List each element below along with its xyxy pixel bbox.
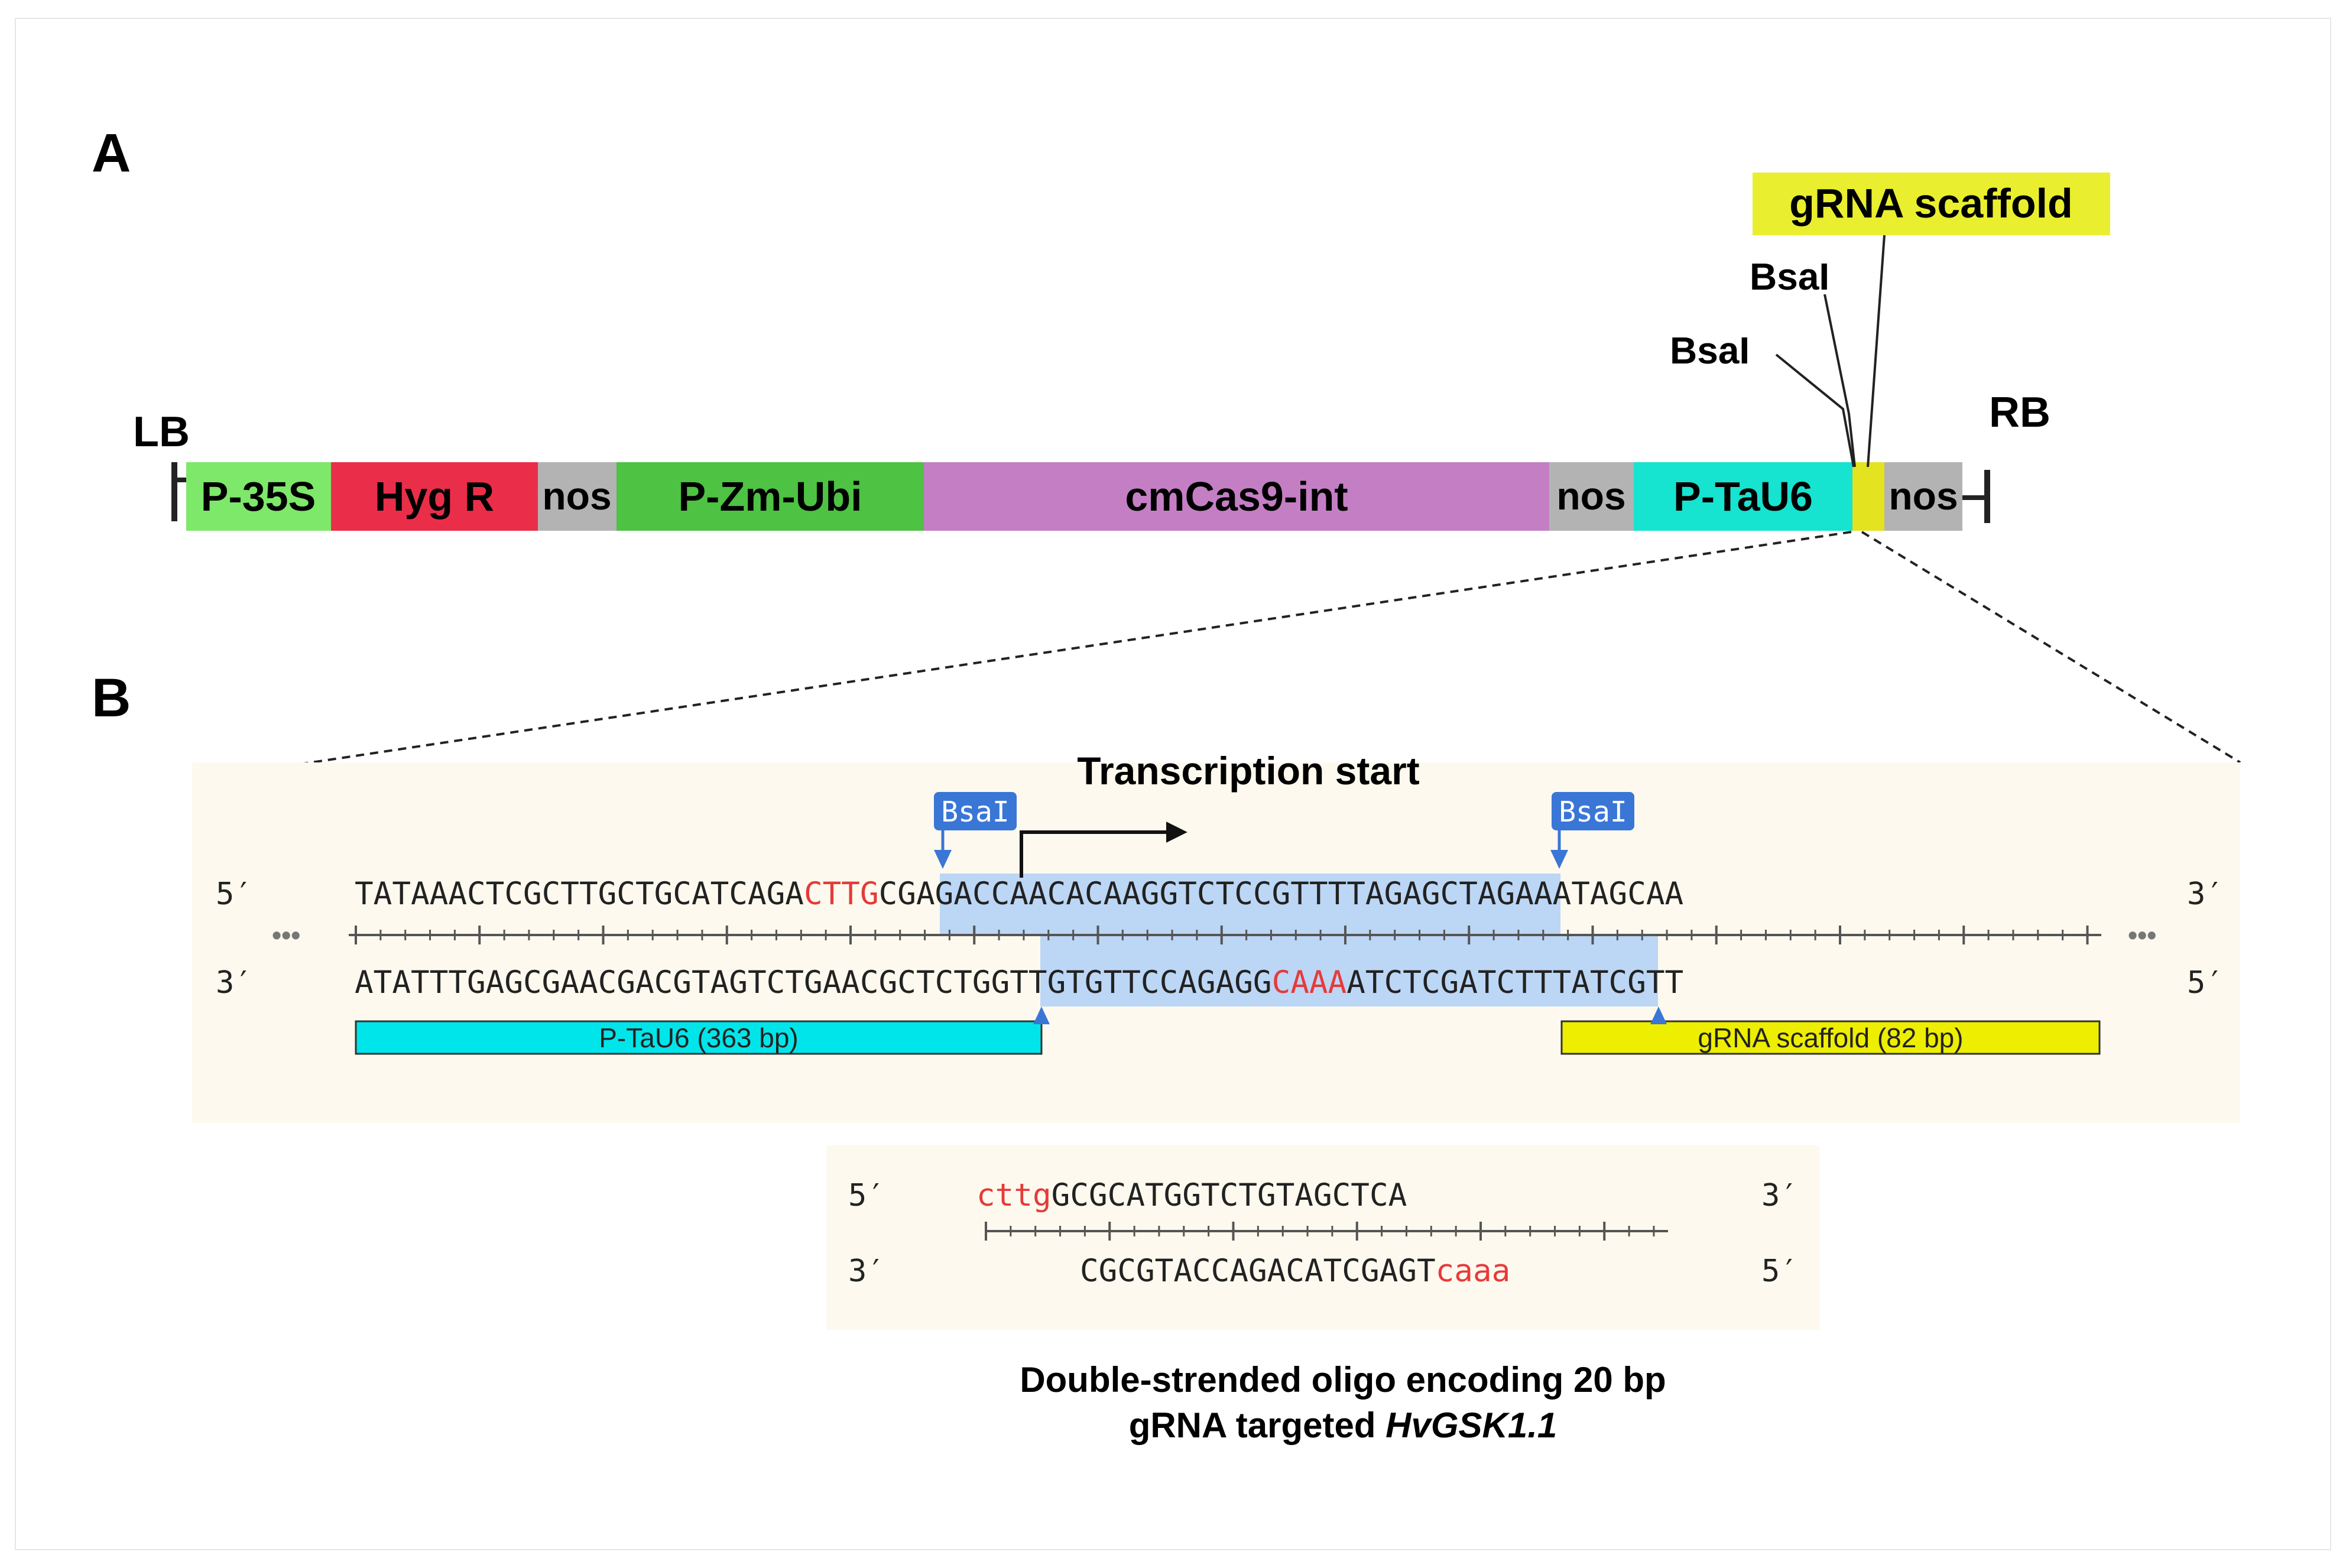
caption-prefix: gRNA targeted bbox=[1129, 1405, 1385, 1445]
segment-nos-3-label: nos bbox=[1889, 474, 1958, 518]
bottom-strand-right: ATCTCGATCTTTATCGTT bbox=[1346, 965, 1683, 1001]
segment-nos-2-label: nos bbox=[1556, 474, 1625, 518]
construct-bar: P-35S Hyg R nos P-Zm-Ubi cmCas9-int nos … bbox=[186, 462, 1962, 531]
sequence-ruler bbox=[349, 926, 2101, 944]
ellipsis-right: ••• bbox=[2128, 920, 2156, 950]
transcription-start-label: Transcription start bbox=[1077, 749, 1419, 793]
segment-ptau6-label: P-TaU6 bbox=[1673, 473, 1813, 520]
segment-pzmubi bbox=[616, 462, 924, 531]
caption-line-1: Double-strended oligo encoding 20 bp bbox=[1020, 1360, 1666, 1400]
grna-scaffold-callout-box bbox=[1753, 173, 2110, 235]
oligo-bottom-sequence: CGCGTACCAGACATCGAGT bbox=[1080, 1253, 1436, 1289]
figure-frame bbox=[15, 18, 2331, 1550]
bottom-strand-sequence: ATATTTGAGCGAACGACGTAGTCTGAACGCTCTGGTTGTG… bbox=[355, 965, 1683, 1001]
segment-p35s bbox=[186, 462, 331, 531]
oligo-top-three-prime: 3′ bbox=[1761, 1178, 1799, 1213]
segment-nos-1 bbox=[538, 462, 616, 531]
feature-scaffold-label: gRNA scaffold (82 bp) bbox=[1698, 1022, 1963, 1053]
segment-cmcas9-label: cmCas9-int bbox=[1125, 473, 1348, 520]
bsai-label-upper: BsaI bbox=[1750, 255, 1829, 298]
feature-ptau6-bar bbox=[355, 1020, 1043, 1055]
bottom-strand-three-prime: 3′ bbox=[216, 965, 253, 1001]
bottom-strand-middle: GCTCTGGTTGTGTTCCAGAGG bbox=[879, 965, 1272, 1001]
bsai-tag-right-label: BsaI bbox=[1559, 796, 1627, 829]
bottom-strand-five-prime: 5′ bbox=[2187, 965, 2224, 1001]
bottom-strand-overhang: CAAA bbox=[1272, 965, 1347, 1001]
transcription-start-arrow bbox=[1020, 822, 1187, 878]
right-border-label: RB bbox=[1989, 389, 2050, 436]
oligo-panel-bg bbox=[826, 1145, 1819, 1330]
oligo-bottom-overhang: caaa bbox=[1436, 1253, 1511, 1289]
zoom-line-right bbox=[1861, 531, 2241, 764]
oligo-top-overhang: cttg bbox=[976, 1177, 1052, 1213]
oligo-top-strand: cttgGCGCATGGTCTGTAGCTCA bbox=[976, 1177, 1407, 1213]
bsai-tag-left-label: BsaI bbox=[941, 796, 1010, 829]
segment-nos-3 bbox=[1884, 462, 1962, 531]
bottom-strand-left: ATATTTGAGCGAACGACGTAGTCTGAAC bbox=[355, 965, 879, 1001]
segment-pzmubi-label: P-Zm-Ubi bbox=[678, 473, 862, 520]
segment-nos-2 bbox=[1549, 462, 1634, 531]
segment-nos-1-label: nos bbox=[542, 474, 611, 518]
oligo-bottom-three-prime: 3′ bbox=[848, 1254, 885, 1289]
caption-gene: HvGSK1.1 bbox=[1385, 1405, 1557, 1445]
ellipsis-left: ••• bbox=[272, 920, 300, 950]
feature-boundary-marker-right bbox=[1650, 1007, 1667, 1024]
top-strand-right: GTTTTAGAGCTAGAAATAGCAA bbox=[1272, 876, 1684, 912]
oligo-bottom-five-prime: 5′ bbox=[1761, 1254, 1799, 1289]
bsai-callout-line-lower bbox=[1775, 353, 1855, 468]
top-strand-three-prime: 3′ bbox=[2187, 876, 2224, 912]
bsai-callout-line-upper bbox=[1823, 294, 1856, 468]
feature-boundary-marker-left bbox=[1033, 1007, 1050, 1024]
panel-b-label: B bbox=[92, 668, 131, 728]
segment-cmcas9 bbox=[924, 462, 1549, 531]
bsai-tag-right: BsaI bbox=[1550, 792, 1634, 869]
top-strand-middle: CGAGACCAACACAAGGTCTCC bbox=[879, 876, 1272, 912]
top-strand-left: TATAAACTCGCTTGCTGCATCAGA bbox=[355, 876, 804, 912]
grna-scaffold-callout-label: gRNA scaffold bbox=[1789, 180, 2073, 226]
left-border-label: LB bbox=[133, 408, 190, 456]
bsai-tag-left: BsaI bbox=[934, 792, 1017, 869]
segment-p35s-label: P-35S bbox=[201, 473, 316, 520]
top-strand-overhang: CTTG bbox=[804, 876, 879, 912]
top-strand-five-prime: 5′ bbox=[216, 876, 253, 912]
zoom-line-left bbox=[200, 531, 1852, 780]
segment-grna-scaffold bbox=[1852, 462, 1884, 531]
segment-hygr-label: Hyg R bbox=[375, 473, 494, 520]
segment-ptau6 bbox=[1634, 462, 1852, 531]
oligo-top-sequence: GCGCATGGTCTGTAGCTCA bbox=[1052, 1177, 1407, 1213]
bsai-label-lower: BsaI bbox=[1670, 329, 1750, 372]
caption-line-2: gRNA targeted HvGSK1.1 bbox=[1129, 1405, 1557, 1445]
feature-ptau6-label: P-TaU6 (363 bp) bbox=[599, 1022, 799, 1053]
oligo-bottom-strand: CGCGTACCAGACATCGAGTcaaa bbox=[1080, 1253, 1510, 1289]
top-strand-sequence: TATAAACTCGCTTGCTGCATCAGACTTGCGAGACCAACAC… bbox=[355, 876, 1683, 912]
scaffold-callout-line bbox=[1867, 235, 1886, 468]
panel-a-label: A bbox=[92, 123, 131, 183]
overhang-highlight bbox=[940, 874, 1658, 1007]
oligo-top-five-prime: 5′ bbox=[848, 1178, 885, 1213]
oligo-ruler bbox=[985, 1222, 1668, 1241]
segment-hygr bbox=[331, 462, 538, 531]
feature-scaffold-bar bbox=[1560, 1020, 2101, 1055]
